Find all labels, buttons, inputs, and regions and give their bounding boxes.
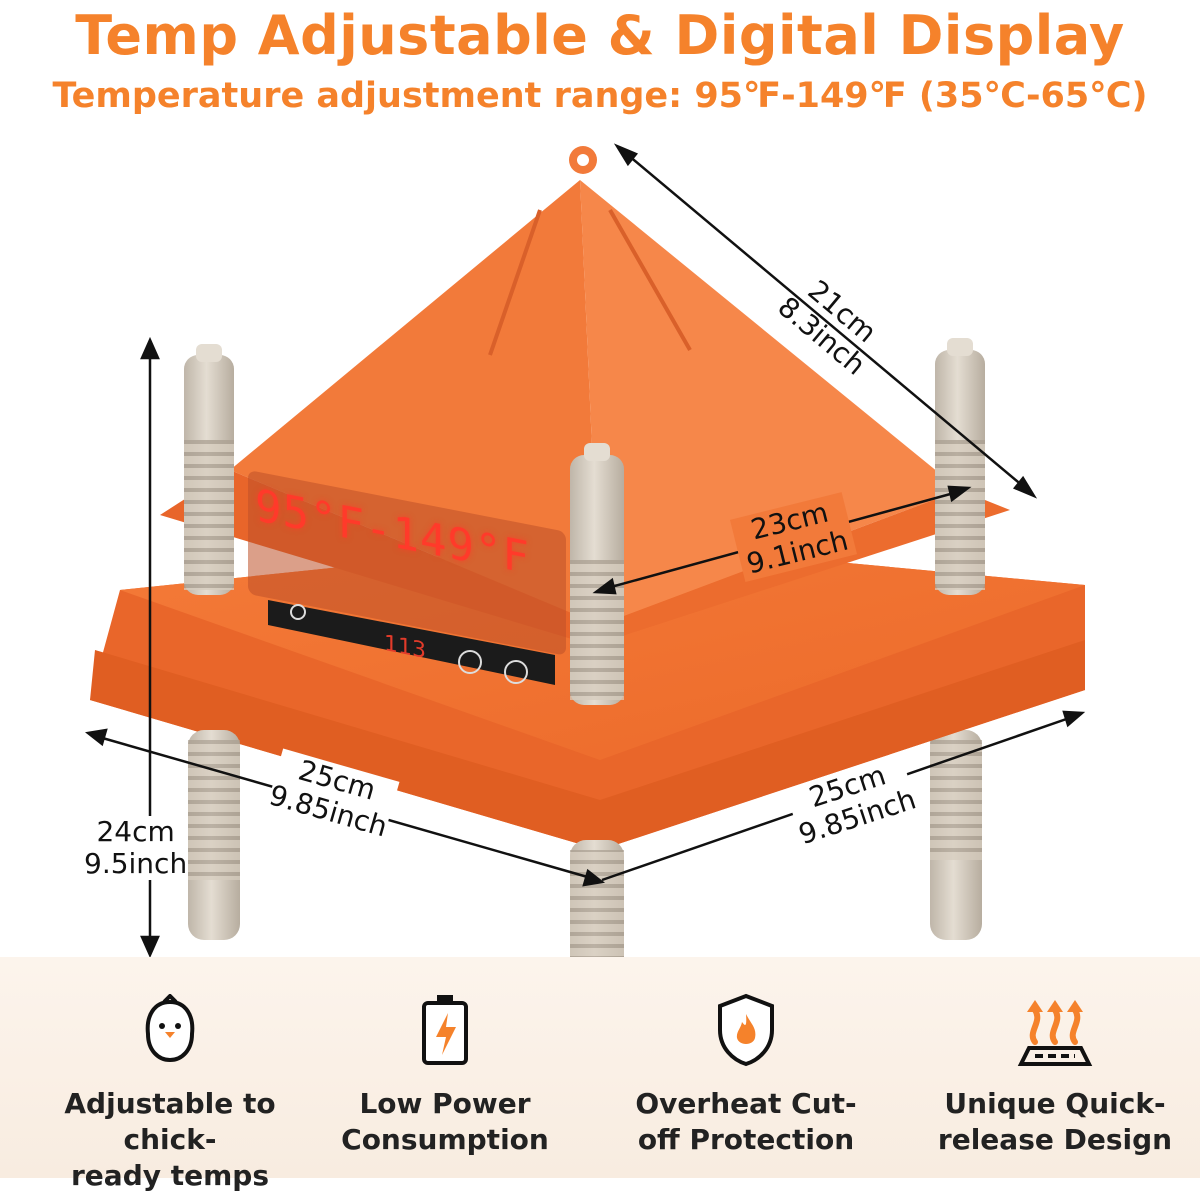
control-panel [268, 600, 555, 685]
product-illustration [85, 143, 1086, 957]
shield-flame-icon [718, 993, 774, 1067]
leg-front-center [570, 840, 624, 957]
dimension-height-cm: 24cm [96, 815, 175, 848]
feature-quick-release-line1: Unique Quick- [944, 1087, 1166, 1120]
headline-title: Temp Adjustable & Digital Display [75, 4, 1125, 67]
dimension-height-inch: 9.5inch [84, 847, 188, 880]
feature-chick-line1: Adjustable to chick- [64, 1087, 276, 1156]
feature-power-line1: Low Power [359, 1087, 531, 1120]
chick-icon [145, 994, 195, 1063]
feature-overheat-line1: Overheat Cut- [635, 1087, 857, 1120]
feature-quick-release: Unique Quick-release Design [905, 990, 1200, 1158]
post-front [570, 443, 624, 705]
feature-overheat: Overheat Cut-off Protection [596, 990, 896, 1158]
feature-chick-line2: ready temps [71, 1159, 269, 1192]
feature-overheat-line2: off Protection [637, 1123, 855, 1156]
feature-chick: Adjustable to chick-ready temps [20, 990, 320, 1194]
dimension-height: 24cm 9.5inch [84, 815, 188, 880]
feature-power-line2: Consumption [341, 1123, 549, 1156]
post-back-right [935, 338, 985, 595]
dimension-lines [85, 143, 1086, 957]
post-back-left [184, 344, 234, 595]
leg-back-right [930, 730, 982, 940]
features-footer [0, 957, 1200, 1178]
feature-quick-release-line2: release Design [937, 1123, 1173, 1156]
battery-bolt-icon [422, 995, 468, 1065]
leg-front-left [188, 730, 240, 940]
headline-subtitle: Temperature adjustment range: 95℉-149℉ (… [52, 76, 1148, 116]
heat-release-icon [1017, 1000, 1093, 1066]
